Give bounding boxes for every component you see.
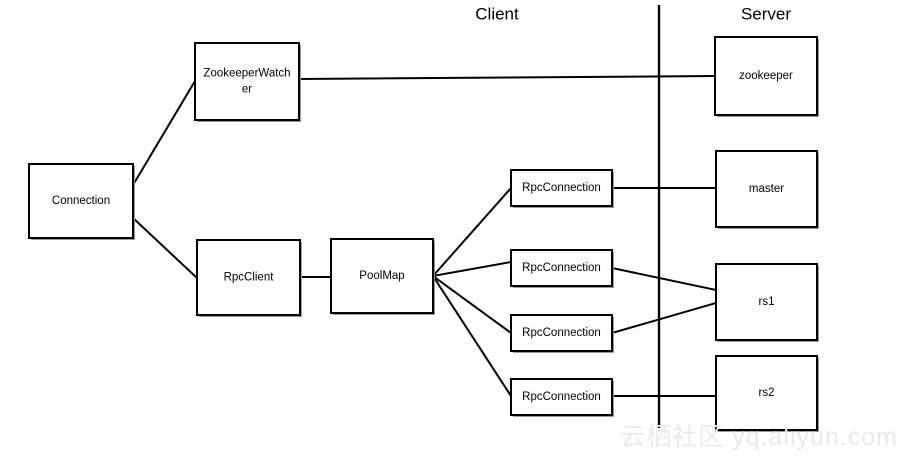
edge-poolmap-to-rpcconnection-3 — [431, 274, 513, 335]
client-header: Client — [475, 4, 519, 23]
node-rs1[interactable]: rs1 — [715, 263, 819, 342]
node-box[interactable] — [714, 36, 818, 116]
node-label: RpcClient — [224, 272, 275, 284]
node-label: rs1 — [759, 296, 775, 308]
node-box[interactable] — [715, 263, 818, 341]
node-label: RpcConnection — [522, 327, 601, 339]
edge-poolmap-to-rpcconnection-1 — [431, 186, 513, 278]
node-label: rs2 — [759, 387, 775, 399]
node-zookeeperwatcher[interactable]: ZookeeperWatch er — [194, 42, 301, 122]
node-rs2[interactable]: rs2 — [715, 355, 819, 432]
node-zookeeper[interactable]: zookeeper — [714, 36, 819, 117]
node-box[interactable] — [330, 238, 434, 314]
node-box[interactable] — [196, 239, 301, 316]
edge-connection-to-zookeeperwatcher — [131, 79, 197, 187]
headers-layer: Client Server — [475, 4, 791, 23]
node-box[interactable] — [715, 355, 818, 431]
edge-connection-to-rpcclient — [131, 216, 199, 280]
node-rpcconnection-2[interactable]: RpcConnection — [510, 249, 614, 288]
node-label: ZookeeperWatch — [203, 68, 290, 80]
node-rpcconnection-1[interactable]: RpcConnection — [510, 169, 614, 208]
node-box[interactable] — [28, 163, 134, 239]
node-box[interactable] — [194, 42, 300, 121]
node-box[interactable] — [510, 314, 613, 352]
node-label: Connection — [52, 195, 110, 207]
node-rpcconnection-3[interactable]: RpcConnection — [510, 314, 614, 353]
node-box[interactable] — [510, 169, 613, 207]
node-label: zookeeper — [739, 70, 793, 82]
edge-rpcconnection-3-to-rs1 — [610, 301, 718, 335]
node-box[interactable] — [715, 150, 818, 228]
node-rpcconnection-4[interactable]: RpcConnection — [510, 378, 614, 417]
node-label: RpcConnection — [522, 391, 601, 403]
node-label: RpcConnection — [522, 262, 601, 274]
node-label: RpcConnection — [522, 182, 601, 194]
server-header: Server — [741, 4, 791, 23]
node-label: PoolMap — [359, 270, 404, 282]
node-poolmap[interactable]: PoolMap — [330, 238, 435, 315]
edge-rpcconnection-2-to-rs1 — [610, 266, 718, 292]
node-label: master — [749, 183, 784, 195]
edge-poolmap-to-rpcconnection-4 — [431, 274, 513, 398]
node-connection[interactable]: Connection — [28, 163, 135, 240]
edge-zookeeperwatcher-to-zookeeper — [297, 74, 717, 81]
node-box[interactable] — [510, 378, 613, 416]
node-rpcclient[interactable]: RpcClient — [196, 239, 302, 317]
node-box[interactable] — [510, 249, 613, 287]
node-label-line2: er — [242, 84, 252, 96]
node-master[interactable]: master — [715, 150, 819, 229]
edges-layer — [131, 74, 718, 398]
edge-poolmap-to-rpcconnection-2 — [431, 260, 513, 278]
